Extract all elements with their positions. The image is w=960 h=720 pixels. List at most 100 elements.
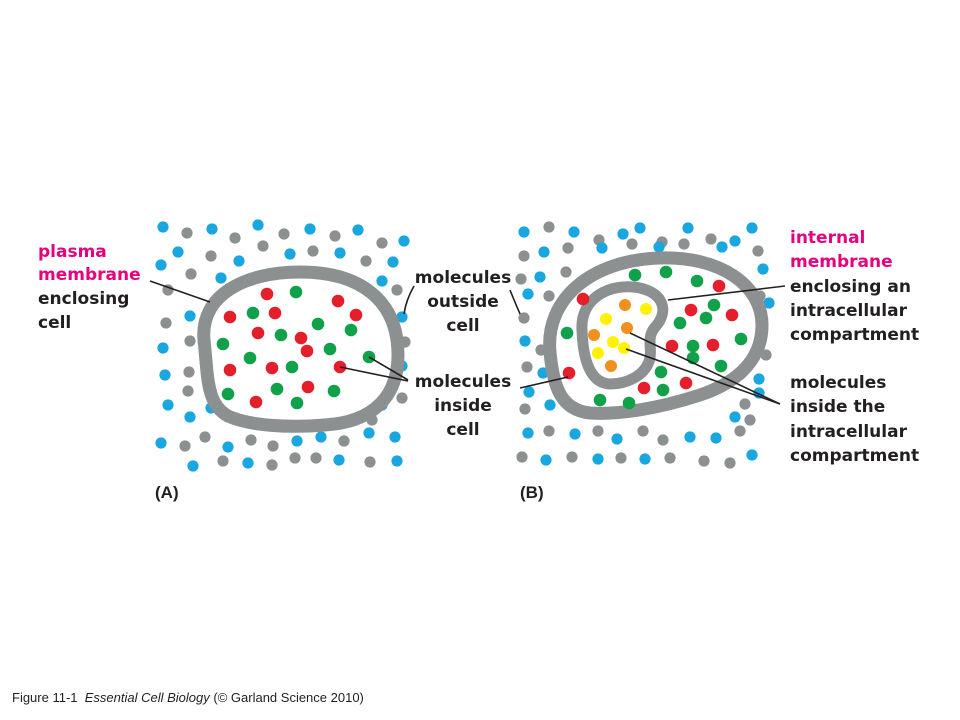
outside-molecule xyxy=(205,250,217,262)
inside-molecule xyxy=(734,332,748,346)
outside-molecule xyxy=(678,238,690,250)
label-line: cell xyxy=(38,313,71,333)
inside-molecule xyxy=(300,344,314,358)
outside-molecule xyxy=(522,427,534,439)
plasma-membrane-label: plasma membrane enclosing cell xyxy=(38,242,141,333)
outside-molecule xyxy=(519,403,531,415)
inside-molecule xyxy=(265,361,279,375)
label-line: enclosing an xyxy=(790,277,911,297)
inside-molecule xyxy=(699,311,713,325)
outside-molecule xyxy=(523,386,535,398)
outside-molecule xyxy=(387,256,399,268)
compartment-molecule xyxy=(600,313,612,325)
inside-molecule xyxy=(673,316,687,330)
inside-molecule xyxy=(301,380,315,394)
outside-molecule xyxy=(664,452,676,464)
inside-molecule xyxy=(349,308,363,322)
inside-molecule xyxy=(216,337,230,351)
outside-molecule xyxy=(310,452,322,464)
compartment-molecule xyxy=(607,336,619,348)
compartment-leader xyxy=(629,332,781,405)
compartment-molecule xyxy=(619,299,631,311)
compartment-molecule xyxy=(588,329,600,341)
outside-molecule xyxy=(187,460,199,472)
outside-molecule xyxy=(592,425,604,437)
inside-molecule xyxy=(246,306,260,320)
inside-molecule xyxy=(725,308,739,322)
outside-molecule xyxy=(199,431,211,443)
internal-membrane-leader xyxy=(667,285,786,301)
outside-molecule xyxy=(217,455,229,467)
inside-molecule xyxy=(323,342,337,356)
outside-molecule xyxy=(518,250,530,262)
outside-molecules xyxy=(155,219,411,472)
outside-molecule xyxy=(329,230,341,242)
outside-molecule xyxy=(729,411,741,423)
inside-molecules xyxy=(216,285,376,410)
outside-molecule xyxy=(184,411,196,423)
outside-molecule xyxy=(724,457,736,469)
label-line: membrane xyxy=(790,252,893,272)
outside-molecule xyxy=(615,452,627,464)
outside-molecule xyxy=(155,259,167,271)
outside-molecule xyxy=(315,431,327,443)
label-line: molecules xyxy=(415,372,511,392)
inside-molecule xyxy=(290,396,304,410)
outside-molecule xyxy=(257,240,269,252)
outside-molecule xyxy=(338,435,350,447)
outside-molecule xyxy=(162,399,174,411)
plasma-membrane-leader xyxy=(149,280,211,303)
inside-molecule xyxy=(656,383,670,397)
outside-molecule xyxy=(215,272,227,284)
inside-molecule xyxy=(628,268,642,282)
outside-molecule xyxy=(518,312,530,324)
outside-molecule xyxy=(182,385,194,397)
outside-molecule xyxy=(657,434,669,446)
outside-molecule xyxy=(267,440,279,452)
outside-molecule xyxy=(155,437,167,449)
inside-molecule xyxy=(654,365,668,379)
internal-membrane-label: internal membrane enclosing an intracell… xyxy=(790,228,919,345)
outside-molecule xyxy=(389,431,401,443)
inside-molecule xyxy=(686,339,700,353)
label-line: inside the xyxy=(790,397,885,417)
inside-molecule xyxy=(260,287,274,301)
outside-molecule xyxy=(596,242,608,254)
panel-a: plasma membrane enclosing cell molecules… xyxy=(38,219,522,502)
inside-molecule xyxy=(251,326,265,340)
inside-molecule xyxy=(576,292,590,306)
label-line: intracellular xyxy=(790,422,908,442)
outside-molecule xyxy=(757,263,769,275)
outside-molecules xyxy=(515,221,775,469)
outside-molecule xyxy=(746,222,758,234)
label-line: enclosing xyxy=(38,289,129,309)
inside-molecule xyxy=(593,393,607,407)
outside-molecule xyxy=(592,453,604,465)
outside-molecule xyxy=(639,453,651,465)
molecules-outside-leader xyxy=(403,285,415,315)
inside-molecules xyxy=(560,265,748,410)
outside-molecule xyxy=(560,266,572,278)
inside-molecule xyxy=(294,331,308,345)
internal-membrane xyxy=(576,281,669,390)
outside-molecule xyxy=(617,228,629,240)
panel-label-b: (B) xyxy=(520,483,544,502)
outside-molecule xyxy=(157,342,169,354)
inside-molecule xyxy=(690,274,704,288)
outside-molecule xyxy=(746,449,758,461)
book-title: Essential Cell Biology xyxy=(84,690,210,705)
outside-molecule xyxy=(516,451,528,463)
outside-molecule xyxy=(705,233,717,245)
outside-molecule xyxy=(245,434,257,446)
outside-molecule xyxy=(518,226,530,238)
outside-molecule xyxy=(753,373,765,385)
outside-molecule xyxy=(653,241,665,253)
outside-molecule xyxy=(634,222,646,234)
outside-molecule xyxy=(682,222,694,234)
outside-molecule xyxy=(304,223,316,235)
label-line: membrane xyxy=(38,265,141,285)
label-line: outside xyxy=(427,292,499,312)
molecules-outside-label: molecules outside cell xyxy=(415,268,511,336)
outside-molecule xyxy=(160,317,172,329)
outside-molecule xyxy=(206,223,218,235)
